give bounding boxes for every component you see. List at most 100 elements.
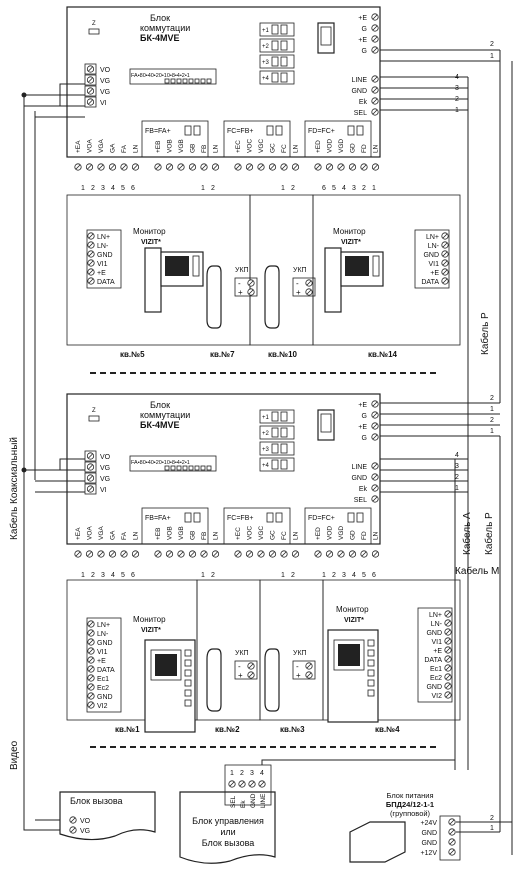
ukp-title: УКП: [293, 267, 307, 274]
connector-label: LN: [133, 531, 140, 540]
selector-knob: [271, 459, 279, 470]
screw-slot: [88, 464, 93, 470]
screw-slot: [449, 829, 455, 835]
block-title: Блок: [150, 400, 170, 410]
screw-terminal: [154, 550, 162, 558]
screw-slot: [88, 260, 94, 266]
control-pin-number: 2: [240, 770, 244, 777]
screw-terminal: [337, 550, 345, 558]
screw-slot: [70, 827, 76, 833]
screw-slot: [88, 684, 94, 690]
connector-label: LN: [373, 531, 380, 540]
screw-terminal: [69, 816, 77, 824]
module-icon: [317, 22, 335, 54]
monitor-button: [184, 649, 192, 657]
pin-number: 3: [352, 185, 356, 192]
connector-label: LN: [133, 144, 140, 153]
selector-knob: [271, 427, 279, 438]
screw-slot: [88, 278, 94, 284]
selector-knob: [280, 24, 288, 35]
connector-label: VOB: [167, 526, 174, 540]
line-terminal-label: Ek: [359, 486, 368, 493]
monitor-terminal-label: LN-: [97, 243, 109, 250]
jumper-label: FC=FB+: [227, 515, 253, 522]
screw-terminal: [86, 452, 95, 460]
wire-number: 1: [490, 428, 494, 435]
monitor-button: [367, 689, 375, 697]
pin-number: 2: [362, 185, 366, 192]
connector-label: GD: [350, 143, 357, 153]
terminal-cell: [84, 472, 97, 484]
screw-terminal: [257, 163, 265, 171]
call-block-terminal: VG: [80, 828, 90, 835]
screw-slot: [178, 164, 184, 170]
screw-terminal: [314, 550, 322, 558]
screw-slot: [235, 164, 241, 170]
screw-terminal: [371, 462, 379, 470]
jumper-group-frame: [223, 507, 291, 545]
control-caption: или: [220, 827, 235, 837]
screw-terminal: [444, 637, 452, 645]
screw-slot: [372, 87, 378, 93]
apartment-label: кв.№5: [120, 350, 145, 359]
screw-slot: [98, 551, 104, 557]
ukp-terminal-label: -: [296, 279, 299, 288]
connector-label: +EB: [155, 528, 162, 540]
screw-slot: [338, 164, 344, 170]
jumper: [275, 125, 283, 136]
screw-slot: [248, 289, 254, 295]
screw-slot: [88, 475, 93, 481]
monitor-button: [184, 679, 192, 687]
screw-terminal: [325, 163, 334, 171]
monitor-terminal-label: Ec2: [97, 685, 109, 692]
screw-terminal: [314, 163, 322, 171]
block-title: коммутации: [140, 23, 190, 33]
pin-number: 4: [111, 185, 115, 192]
screw-slot: [372, 423, 378, 429]
handset-shape: [264, 265, 280, 329]
wire-number: 2: [490, 417, 494, 424]
screw-terminal: [108, 550, 117, 558]
screw-slot: [445, 620, 451, 626]
selector-switch: [259, 441, 295, 456]
pin-number: 4: [342, 185, 346, 192]
screw-slot: [258, 551, 264, 557]
screw-terminal: [86, 463, 95, 471]
jumper-label: FB=FA+: [145, 128, 171, 135]
dip-cell: [188, 465, 194, 471]
monitor-terminal-label: Ec1: [97, 676, 109, 683]
terminal-cell: [84, 74, 97, 86]
screw-slot: [373, 164, 378, 170]
wire-number: 2: [455, 474, 459, 481]
monitor-button: [367, 649, 375, 657]
screw-terminal: [131, 550, 140, 558]
screw-terminal: [228, 780, 236, 788]
right-terminal-label: +E: [358, 424, 367, 431]
screw-terminal: [371, 24, 379, 32]
screw-terminal: [247, 662, 255, 670]
screw-terminal: [448, 828, 456, 836]
screw-terminal: [86, 474, 95, 482]
monitor-terminal-label: GND: [426, 684, 442, 691]
screw-terminal: [444, 664, 452, 672]
psu-block: Блок питанияБПД24/12-1-1(групповой)+24VG…: [349, 791, 461, 863]
ukp-terminal-block: [292, 660, 316, 680]
monitor-terminal-label: GND: [97, 640, 113, 647]
screw-terminal: [165, 550, 174, 558]
screw-slot: [88, 666, 94, 672]
selector-knob: [271, 72, 279, 83]
selector-switch: [259, 409, 295, 424]
monitor-screen: [150, 649, 182, 681]
screw-terminal: [188, 163, 197, 171]
screw-terminal: [305, 662, 313, 670]
connector-label: VGC: [258, 139, 265, 153]
screw-slot: [258, 164, 264, 170]
connector-label: FA: [121, 144, 128, 153]
ukp-handset-2: УКП-+: [264, 648, 316, 712]
psu-title: БПД24/12-1-1: [386, 800, 434, 809]
monitor-button: [367, 679, 375, 687]
screw-terminal: [247, 671, 255, 679]
screw-slot: [110, 551, 115, 557]
connector-label: VGA: [98, 526, 105, 540]
